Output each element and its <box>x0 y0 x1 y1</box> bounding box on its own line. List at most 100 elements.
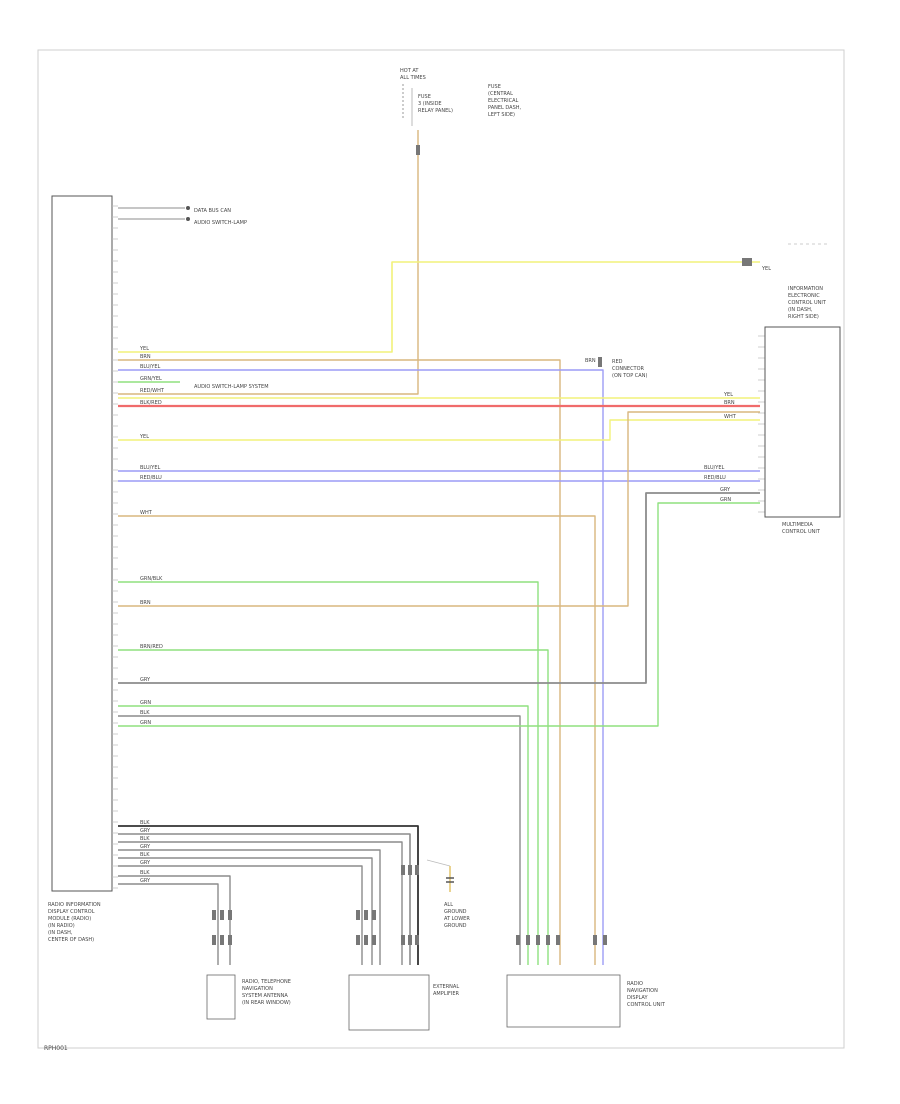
bottom-connector-7 <box>356 910 360 920</box>
multimedia-label-2: CONTROL UNIT <box>782 529 821 535</box>
tag-r-wht: WHT <box>724 414 737 420</box>
green-mm-wire <box>118 502 760 727</box>
conn-note-1: RED <box>612 359 623 365</box>
bottom-wire-7 <box>118 875 231 965</box>
multimedia-control-unit-box <box>764 326 841 518</box>
nav-label-4: CONTROL UNIT <box>627 1002 666 1008</box>
tag-r-grn: GRN <box>720 497 731 503</box>
bottom-wire-8 <box>118 883 219 965</box>
diagram-code: RPH001 <box>44 1045 68 1052</box>
tag-red-blu: RED/BLU <box>140 475 162 481</box>
tag-brn-red: BRN/RED <box>140 644 163 650</box>
ground-label-1: ALL <box>444 902 453 908</box>
tag-wht: WHT <box>140 510 153 516</box>
tag-yel-1: YEL <box>139 346 149 352</box>
mm-top-connector <box>598 357 602 367</box>
ground-label-2: GROUND <box>444 909 467 915</box>
bottom-wire-tag-7: BLK <box>140 870 150 876</box>
audio-lamp-note: AUDIO SWITCH-LAMP <box>194 220 247 226</box>
connector-layer <box>186 145 752 945</box>
info-label-4: (IN DASH, <box>788 307 813 313</box>
info-connector <box>742 258 752 266</box>
radio-label-line-2: DISPLAY CONTROL <box>48 909 95 915</box>
nav-label-3: DISPLAY <box>627 995 648 1001</box>
bottom-wire-tag-1: BLK <box>140 820 150 826</box>
antenna-label-1: RADIO, TELEPHONE <box>242 979 291 985</box>
bottom-connector-20 <box>526 935 530 945</box>
radio-label-line-4: (IN RADIO) <box>48 923 75 929</box>
gray-mm-wire <box>118 492 760 684</box>
bottom-connector-17 <box>408 935 412 945</box>
can-connector-2 <box>186 217 190 221</box>
bottom-connector-11 <box>364 935 368 945</box>
top-fuse: HOT AT ALL TIMES FUSE 3 (INSIDE RELAY PA… <box>400 68 522 126</box>
fuse-hot-2: ALL TIMES <box>400 75 426 81</box>
nav-label-2: NAVIGATION <box>627 988 658 994</box>
tag-gry: GRY <box>140 677 151 683</box>
yellow-mm-wire-2 <box>118 419 760 441</box>
info-label-3: CONTROL UNIT <box>788 300 827 306</box>
tan-down-wire-2 <box>118 515 596 965</box>
tag-blk: BLK <box>140 710 150 716</box>
bottom-wire-4 <box>118 849 381 965</box>
bottom-connector-16 <box>401 935 405 945</box>
fuse-desc-2: (CENTRAL <box>488 91 513 97</box>
bottom-wire-tag-4: GRY <box>140 844 151 850</box>
navigation-display-label: RADIO NAVIGATION DISPLAY CONTROL UNIT <box>627 981 666 1008</box>
ground-label-4: GROUND <box>444 923 467 929</box>
radio-label-line-6: CENTER OF DASH) <box>48 937 94 943</box>
green-down-wire-1 <box>118 581 539 965</box>
info-label-5: RIGHT SIDE) <box>788 314 819 320</box>
amplifier-label-1: EXTERNAL <box>433 984 459 990</box>
fuse-feed-wire <box>118 130 419 395</box>
bottom-connector-14 <box>408 865 412 875</box>
info-control-unit-label: INFORMATION ELECTRONIC CONTROL UNIT (IN … <box>788 286 827 320</box>
bottom-connector-1 <box>212 910 216 920</box>
bottom-connector-15 <box>415 865 419 875</box>
bottom-connector-22 <box>546 935 550 945</box>
radio-label-line-5: (IN DASH, <box>48 930 73 936</box>
radio-label-line-1: RADIO INFORMATION <box>48 902 101 908</box>
tag-grn-blk: GRN/BLK <box>140 576 163 582</box>
fuse-hot-1: HOT AT <box>400 68 419 74</box>
bottom-wire-tag-6: GRY <box>140 860 151 866</box>
bottom-connector-21 <box>536 935 540 945</box>
bottom-connector-4 <box>212 935 216 945</box>
wire-tag-layer: YELBRNBLU/YELGRN/YELRED/WHTBLK/REDYELBLU… <box>139 266 771 884</box>
can-connector-1 <box>186 206 190 210</box>
bottom-connector-13 <box>401 865 405 875</box>
bottom-wire-2 <box>118 833 411 965</box>
tag-brn: BRN <box>140 354 151 360</box>
gray-down-wire <box>118 715 521 965</box>
bottom-connector-3 <box>228 910 232 920</box>
bottom-connector-6 <box>228 935 232 945</box>
bottom-connector-18 <box>415 935 419 945</box>
bottom-wire-tag-8: GRY <box>140 878 151 884</box>
bottom-wire-6 <box>118 865 363 965</box>
tag-grn-2: GRN <box>140 720 151 726</box>
fuse-connector <box>416 145 420 155</box>
antenna-label-3: SYSTEM ANTENNA <box>242 993 288 999</box>
bottom-connector-9 <box>372 910 376 920</box>
lamp-system-note: AUDIO SWITCH-LAMP SYSTEM <box>194 384 269 390</box>
blue-down-wire <box>118 369 604 965</box>
bottom-connector-10 <box>356 935 360 945</box>
tag-grn: GRN <box>140 700 151 706</box>
bottom-connector-25 <box>603 935 607 945</box>
bottom-connector-23 <box>556 935 560 945</box>
external-amplifier-box <box>348 974 430 1031</box>
bottom-wire-3 <box>118 841 403 965</box>
ground-label-3: AT LOWER <box>444 916 470 922</box>
tag-info-yel: YEL <box>761 266 771 272</box>
bottom-connector-19 <box>516 935 520 945</box>
antenna-label-4: (IN REAR WINDOW) <box>242 1000 291 1006</box>
tag-conn-brn: BRN <box>585 358 596 364</box>
conn-note-3: (ON TOP CAN) <box>612 373 647 379</box>
info-label-2: ELECTRONIC <box>788 293 820 299</box>
bottom-connector-8 <box>364 910 368 920</box>
bottom-connector-12 <box>372 935 376 945</box>
bottom-connector-5 <box>220 935 224 945</box>
conn-note-2: CONNECTOR <box>612 366 645 372</box>
nav-label-1: RADIO <box>627 981 643 987</box>
